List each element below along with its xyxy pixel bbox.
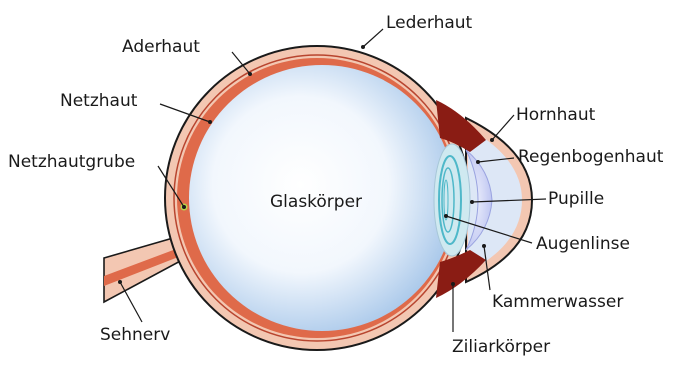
label-netzhautgrube: Netzhautgrube xyxy=(8,152,135,172)
label-kammerwasser: Kammerwasser xyxy=(492,292,623,312)
label-lederhaut: Lederhaut xyxy=(386,13,473,33)
label-augenlinse: Augenlinse xyxy=(536,234,630,254)
label-netzhaut: Netzhaut xyxy=(60,91,138,111)
label-aderhaut: Aderhaut xyxy=(122,37,200,57)
label-sehnerv: Sehnerv xyxy=(100,325,170,345)
label-hornhaut: Hornhaut xyxy=(516,105,596,125)
label-regenbogenhaut: Regenbogenhaut xyxy=(518,147,664,167)
label-ziliarkoerper: Ziliarkörper xyxy=(452,337,550,357)
lens xyxy=(434,144,470,256)
label-pupille: Pupille xyxy=(548,189,604,209)
label-glaskoerper: Glaskörper xyxy=(270,192,362,212)
